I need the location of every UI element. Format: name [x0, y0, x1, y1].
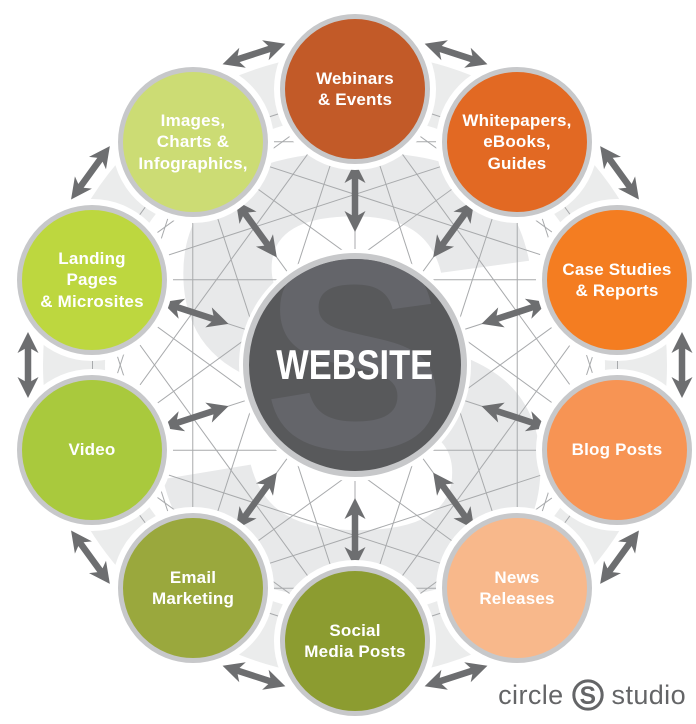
arrow-head	[222, 662, 246, 683]
arrow-shaft	[438, 210, 469, 248]
logo-s-mark-icon: S	[571, 678, 605, 712]
arrow-head	[344, 547, 366, 568]
node-video: Video	[17, 375, 167, 525]
arrow-shaft	[234, 45, 274, 63]
node-label: Case Studies & Reports	[562, 259, 672, 300]
brand-logo: circle S studio	[498, 678, 686, 712]
arrow-head	[453, 506, 475, 530]
arrow-shaft	[605, 539, 634, 575]
hub-s-watermark: S	[263, 253, 447, 477]
node-landing-pages-microsites: Landing Pages & Microsites	[17, 205, 167, 355]
node-email-marketing: Email Marketing	[118, 513, 268, 663]
hub-label: WEBSITE	[276, 341, 434, 388]
node-label: Social Media Posts	[304, 620, 406, 661]
arrow-head	[262, 40, 286, 61]
arrow-head	[235, 506, 257, 530]
arrow-head	[600, 560, 621, 584]
arrow-shaft	[438, 482, 469, 520]
arrow-head	[481, 402, 505, 423]
node-label: Email Marketing	[151, 567, 235, 608]
node-blog-posts: Blog Posts	[542, 375, 692, 525]
arrow-shaft	[493, 303, 536, 323]
hub-website: S WEBSITE	[243, 253, 467, 477]
node-social-media-posts: Social Media Posts	[280, 566, 430, 716]
arrow-shaft	[241, 482, 272, 520]
arrow-head	[71, 176, 92, 200]
logo-word-studio: studio	[611, 679, 686, 710]
arrow-shaft	[76, 539, 105, 575]
arrow-head	[262, 669, 286, 690]
arrow-head	[424, 669, 448, 690]
arrow-head	[161, 298, 186, 319]
arrow-head	[600, 146, 621, 170]
arrow-head	[481, 307, 505, 328]
node-label: Whitepapers, eBooks, Guides	[462, 110, 572, 173]
arrow-shaft	[76, 155, 105, 191]
node-label: News Releases	[479, 567, 555, 608]
arrow-head	[235, 200, 257, 224]
arrow-head	[71, 530, 92, 554]
logo-word-circle: circle	[498, 679, 564, 710]
arrow-head	[671, 377, 693, 398]
arrow-head	[255, 234, 277, 258]
connector-arrows	[17, 40, 693, 690]
arrow-shaft	[436, 667, 476, 685]
arrow-head	[618, 530, 639, 554]
arrow-head	[433, 234, 455, 258]
arrow-head	[433, 472, 455, 496]
arrow-head	[255, 472, 277, 496]
arrow-shaft	[241, 210, 272, 248]
arrow-head	[464, 47, 488, 68]
node-label: Images, Charts & Infographics,	[138, 110, 248, 173]
arrow-head	[89, 146, 110, 170]
arrow-head	[17, 332, 39, 353]
arrow-shaft	[174, 303, 217, 323]
node-label: Video	[68, 440, 116, 460]
arrow-head	[344, 498, 366, 519]
node-images-charts-infographics: Images, Charts & Infographics,	[118, 67, 268, 217]
arrow-head	[344, 211, 366, 232]
logo-ring	[571, 679, 604, 711]
logo-s-letter: S	[579, 683, 596, 710]
arrow-shaft	[436, 45, 476, 63]
arrow-head	[222, 47, 246, 68]
arrow-head	[524, 298, 549, 319]
node-label: Landing Pages & Microsites	[40, 248, 144, 311]
arrow-head	[205, 402, 229, 423]
arrow-head	[344, 162, 366, 183]
arrow-head	[17, 377, 39, 398]
node-case-studies-reports: Case Studies & Reports	[542, 205, 692, 355]
arrow-shaft	[234, 667, 274, 685]
node-label: Webinars & Events	[316, 68, 394, 109]
node-label: Blog Posts	[571, 440, 663, 460]
arrow-head	[464, 662, 488, 683]
node-webinars-events: Webinars & Events	[280, 14, 430, 164]
arrow-head	[205, 307, 229, 328]
arrow-shaft	[605, 155, 634, 191]
arrow-shaft	[174, 407, 217, 427]
arrow-head	[424, 40, 448, 61]
arrow-head	[671, 332, 693, 353]
arrow-head	[89, 560, 110, 584]
arrow-shaft	[493, 407, 536, 427]
arrow-head	[618, 176, 639, 200]
node-whitepapers-ebooks-guides: Whitepapers, eBooks, Guides	[442, 67, 592, 217]
arrow-head	[453, 200, 475, 224]
arrow-head	[161, 411, 186, 432]
arrow-head	[524, 411, 549, 432]
node-news-releases: News Releases	[442, 513, 592, 663]
